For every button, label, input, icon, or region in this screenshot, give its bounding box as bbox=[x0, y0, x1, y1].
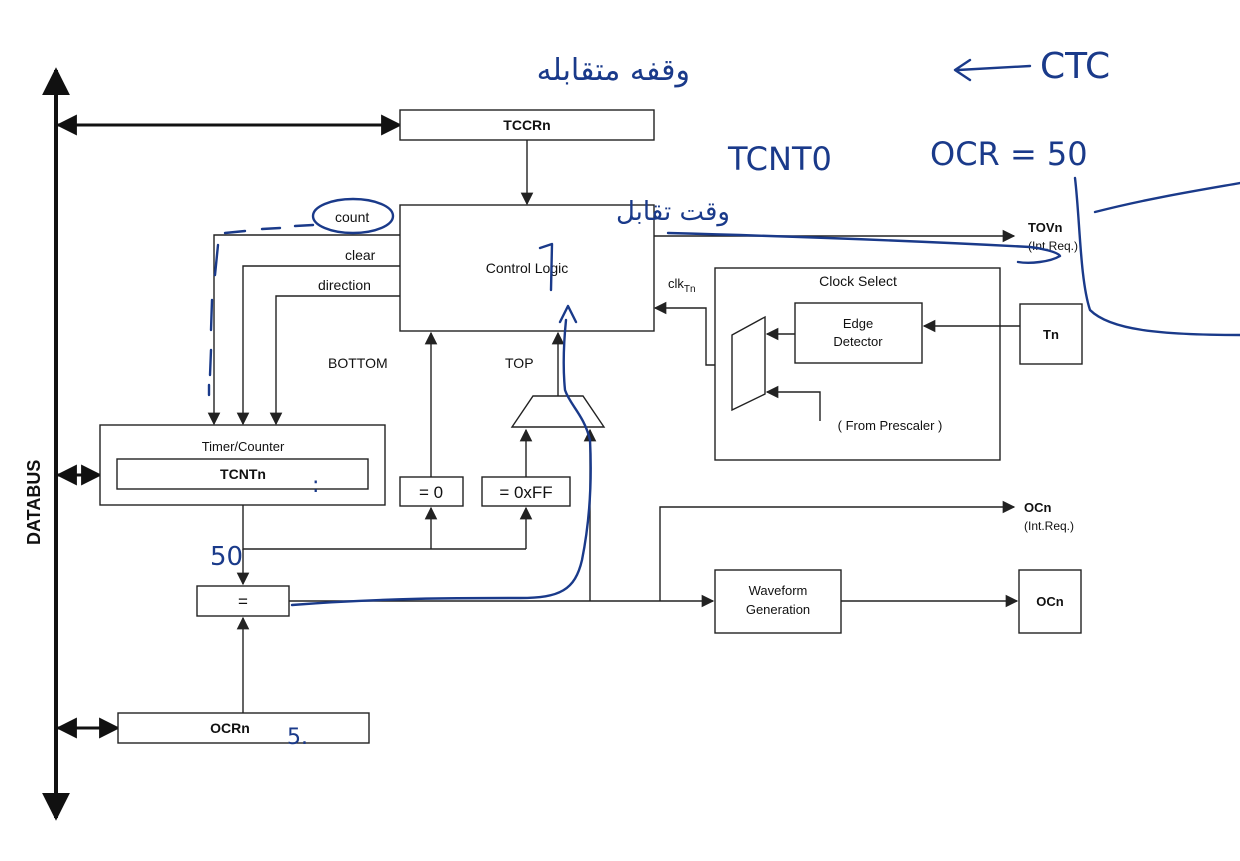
top-label: TOP bbox=[505, 355, 534, 371]
waveform-line1: Waveform bbox=[749, 583, 808, 598]
annotation-persian-line2: وقت تقابل bbox=[616, 197, 730, 227]
tcntn-box bbox=[116, 458, 369, 490]
tccrn-label: TCCRn bbox=[503, 117, 550, 133]
annotation-ctc: CTC bbox=[1040, 46, 1110, 87]
ocn-flag-label: OCn bbox=[1024, 500, 1052, 515]
top-mux bbox=[510, 395, 606, 428]
tn-box bbox=[1019, 303, 1083, 365]
comparator-label: = bbox=[238, 592, 248, 611]
tovn-label: TOVn bbox=[1028, 220, 1062, 235]
annotation-value-50: 50 bbox=[210, 542, 243, 572]
annotation-ocr-value: 5. bbox=[287, 725, 308, 750]
eq-ff-label: = 0xFF bbox=[499, 483, 552, 502]
annotation-ocr: OCR = 50 bbox=[930, 135, 1088, 173]
databus-label: DATABUS bbox=[24, 460, 44, 545]
count-circle bbox=[311, 197, 395, 235]
clear-label: clear bbox=[345, 247, 376, 263]
comparator-box bbox=[196, 585, 290, 617]
control-logic-label: Control Logic bbox=[486, 260, 569, 276]
annotation-persian-line1: وقفه متقابله bbox=[537, 53, 690, 88]
count-label: count bbox=[335, 209, 369, 225]
control-logic-box bbox=[399, 204, 655, 332]
direction-wire bbox=[269, 295, 400, 426]
waveform-line2: Generation bbox=[746, 602, 810, 617]
edge-detector-line2: Detector bbox=[833, 334, 883, 349]
clk-label: clkTn bbox=[668, 276, 696, 295]
clear-wire bbox=[236, 265, 400, 426]
tcntn-label: TCNTn bbox=[220, 466, 266, 482]
waveform-generation-box bbox=[714, 569, 842, 634]
ocn-flag-sub-label: (Int.Req.) bbox=[1024, 519, 1074, 533]
eq-zero-label: = 0 bbox=[419, 483, 443, 502]
edge-detector-box bbox=[794, 302, 923, 364]
flow-line-comparator bbox=[290, 318, 592, 607]
flow-arrow-up bbox=[558, 304, 578, 324]
clock-select-label: Clock Select bbox=[819, 273, 897, 289]
clock-mux bbox=[731, 315, 766, 412]
ocrn-label: OCRn bbox=[210, 720, 250, 736]
tccrn-box bbox=[399, 109, 655, 141]
from-prescaler-label: ( From Prescaler ) bbox=[838, 418, 943, 433]
ocn-output-label: OCn bbox=[1036, 594, 1064, 609]
tn-label: Tn bbox=[1043, 327, 1059, 342]
ocn-output-box bbox=[1018, 569, 1082, 634]
annotation-tcnt: TCNT0 bbox=[727, 140, 832, 178]
eq-zero-box bbox=[399, 476, 464, 507]
ocrn-box bbox=[117, 712, 370, 744]
count-wire bbox=[207, 234, 400, 426]
flow-line-tovn-right bbox=[1073, 176, 1240, 337]
control-logic-mark bbox=[538, 242, 554, 292]
ocn-flag-wire bbox=[659, 500, 1016, 601]
handwritten-annotations: وقفه متقابله CTC TCNT0 OCR = 50 وقت تقاب… bbox=[207, 46, 1240, 750]
flow-line-to-tovn bbox=[666, 231, 1062, 264]
direction-label: direction bbox=[318, 277, 371, 293]
prescaler-wire bbox=[765, 385, 821, 421]
timer-counter-label: Timer/Counter bbox=[202, 439, 285, 454]
annotation-arrow bbox=[953, 58, 1032, 82]
tcnt-bus-wire bbox=[242, 505, 526, 550]
count-dashes bbox=[207, 223, 315, 397]
bottom-label: BOTTOM bbox=[328, 355, 388, 371]
annotation-tcnt-dots: : bbox=[312, 473, 319, 498]
edge-detector-line1: Edge bbox=[843, 316, 873, 331]
